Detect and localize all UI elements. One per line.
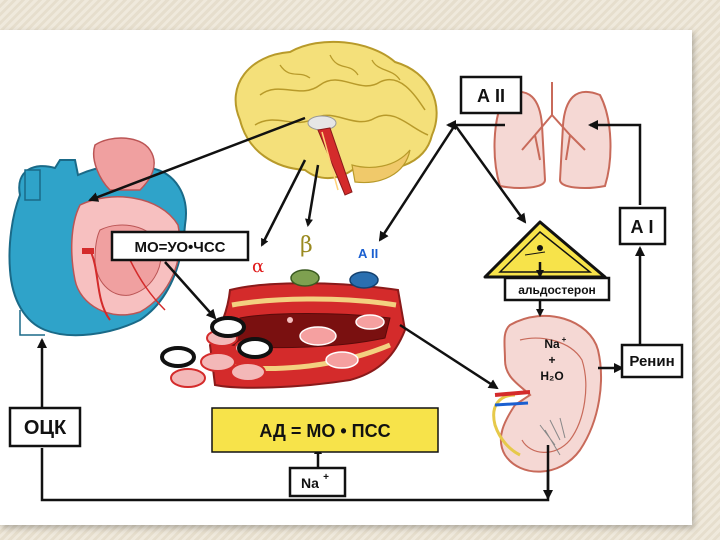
aldosterone-box: альдостерон	[503, 276, 611, 302]
ad-formula-text: АД = МО • ПСС	[259, 421, 390, 441]
na-bottom-text: Na	[301, 475, 319, 491]
mo-formula-text: МО=УО•ЧСС	[134, 239, 225, 256]
a1-text: А I	[630, 217, 653, 237]
na-bottom-sup: +	[323, 472, 329, 483]
kidney-na-sup: +	[562, 335, 567, 344]
renin-text: Ренин	[629, 353, 674, 370]
a2-vessel-label: А II	[358, 246, 378, 261]
blood-vessel-illustration	[160, 269, 407, 389]
ock-text: ОЦК	[24, 417, 67, 439]
ad-formula-box: АД = МО • ПСС	[211, 407, 439, 453]
mo-formula-box: МО=УО•ЧСС	[110, 230, 250, 262]
arrows-layer	[37, 116, 645, 502]
kidney-h2o-text: H₂O	[540, 369, 563, 383]
na-bottom-box: Na +	[288, 466, 347, 498]
ock-box: ОЦК	[8, 406, 82, 448]
kidney-na-text: Na	[544, 337, 560, 351]
renin-box: Ренин	[620, 343, 684, 379]
aldosterone-text: альдостерон	[518, 283, 596, 297]
kidney-labels: Na + + H₂O	[540, 335, 566, 383]
alpha-receptor-label: α	[252, 256, 264, 277]
a1-box: А I	[618, 206, 667, 246]
lungs-illustration	[493, 82, 612, 189]
a2-top-text: А II	[477, 86, 505, 106]
kidney-plus-text: +	[548, 353, 555, 367]
a2-top-box: А II	[459, 75, 523, 115]
adrenal-gland-illustration	[483, 220, 607, 279]
beta-receptor-label: β	[300, 233, 313, 258]
kidney-illustration	[492, 315, 602, 473]
brain-illustration	[234, 40, 438, 196]
